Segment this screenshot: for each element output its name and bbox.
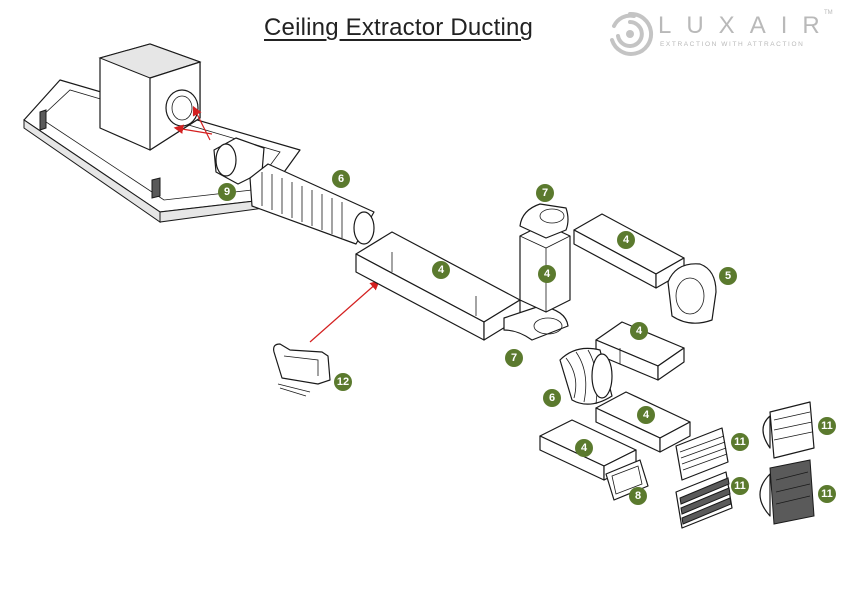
callout-11: 11 [731,477,749,495]
callout-11: 11 [818,485,836,503]
wall-cowl-vent-lower [759,459,815,525]
page-title: Ceiling Extractor Ducting [264,14,534,41]
airflow-arrow [192,105,211,141]
rectangular-duct-mid-right [595,321,685,381]
svg-text:7: 7 [542,187,548,199]
circular-to-rectangular-adaptor [213,137,265,185]
svg-text:6: 6 [549,392,555,404]
duct-clip [273,343,331,397]
svg-text:4: 4 [544,268,551,280]
swirl-logo-icon [610,11,654,56]
callout-4: 4 [575,439,593,457]
callout-4: 4 [538,265,556,283]
rectangular-duct-upper-right [573,213,685,289]
svg-text:6: 6 [338,173,344,185]
callout-9: 9 [218,183,236,201]
callout-7: 7 [536,184,554,202]
callout-8: 8 [629,487,647,505]
brand-tagline: EXTRACTION WITH ATTRACTION [660,41,805,48]
flexible-duct-top [249,163,375,245]
callout-6: 6 [543,389,561,407]
svg-text:4: 4 [623,234,630,246]
svg-text:8: 8 [635,490,641,502]
svg-text:4: 4 [438,264,445,276]
svg-text:11: 11 [821,420,833,432]
svg-text:7: 7 [511,352,517,364]
callout-4: 4 [617,231,635,249]
callout-4: 4 [637,406,655,424]
svg-text:4: 4 [581,442,588,454]
svg-text:4: 4 [643,409,650,421]
clip-location-arrow [309,280,380,343]
svg-text:11: 11 [821,488,833,500]
callout-12: 12 [334,373,352,391]
louvred-vent-upper [675,427,729,481]
svg-text:5: 5 [725,270,731,282]
horizontal-bend-upper [519,203,569,239]
svg-text:11: 11 [734,436,746,448]
svg-text:4: 4 [636,325,643,337]
wall-cowl-vent-upper [762,401,815,459]
callout-7: 7 [505,349,523,367]
svg-text:9: 9 [224,186,230,198]
callout-6: 6 [332,170,350,188]
trademark-mark: TM [824,10,833,16]
callout-4: 4 [432,261,450,279]
svg-text:11: 11 [734,480,746,492]
flexible-duct-bottom [559,347,613,405]
callout-11: 11 [818,417,836,435]
callout-5: 5 [719,267,737,285]
luxair-logo: LUXAIR TM EXTRACTION WITH ATTRACTION [604,8,834,60]
vertical-bend [667,263,717,324]
louvred-vent-lower [675,471,733,529]
callout-4: 4 [630,322,648,340]
airflow-arrow [173,124,213,135]
brand-name: LUXAIR [658,12,835,39]
svg-text:12: 12 [337,376,349,388]
rectangular-duct-main [355,231,521,341]
callout-11: 11 [731,433,749,451]
